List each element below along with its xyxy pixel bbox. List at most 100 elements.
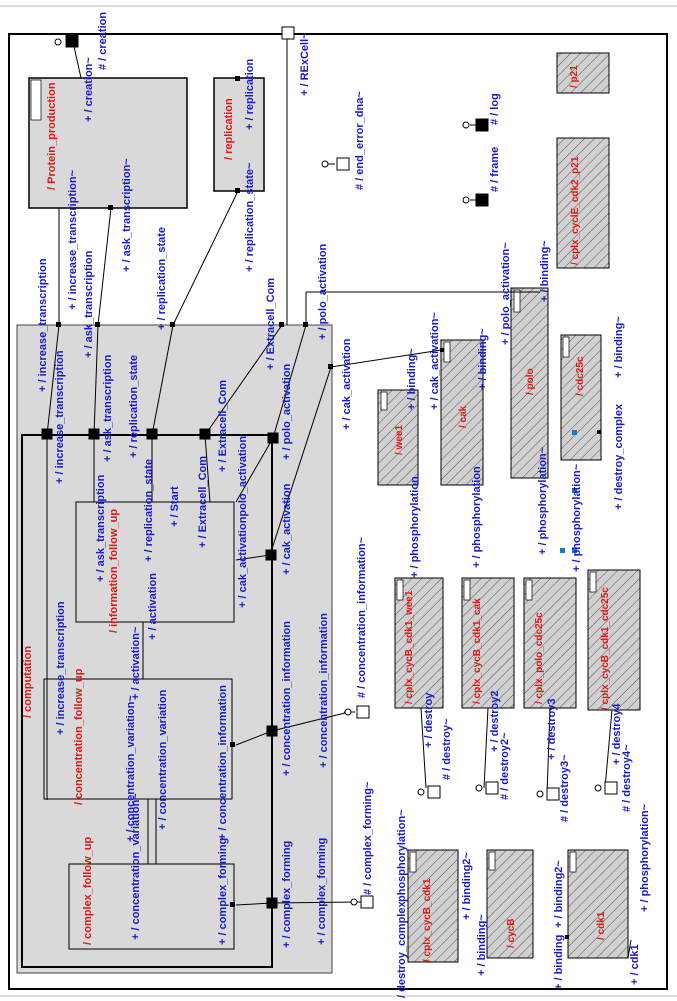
destroy2-label: + / destroy2 (489, 691, 501, 752)
information-follow-up-capsule[interactable] (75, 501, 235, 623)
cak-phosphorylation-label: + / phosphorylation (471, 466, 483, 568)
replication-port-label: + / replication (244, 59, 256, 130)
protein-production-icon (30, 79, 42, 121)
computation-label: / computation (22, 646, 34, 718)
polo-capsule[interactable] (510, 287, 549, 479)
ext-concentration-information-label: # / concentration_information~ (356, 536, 368, 698)
capsule-icons (380, 289, 597, 873)
inner-ask-transcription-label: + / ask_transcription (102, 354, 114, 462)
complex-forming-out-label: + / complex_forming (316, 838, 328, 945)
complex-follow-up-capsule[interactable] (68, 863, 235, 950)
cplx-cycB-cdk1-label: / cplx_cycB_cdk1 (422, 878, 433, 962)
polo-activation-conj-label: + / polo_activation~ (500, 242, 512, 345)
inner-cak-activation-label: + / cak_activation (281, 483, 293, 575)
conc-activation-label: + / activation~ (130, 626, 142, 700)
info-ask-transcription-label: + / ask_transcription (95, 474, 107, 582)
outer-replication-state-label: + / replication_state (156, 227, 168, 330)
cplx-cycB-cdk1-wee1-label: / cplx_cycB_cdk1_wee1 (404, 590, 415, 704)
replication-label: / replication (223, 98, 235, 160)
cplx-cycB-cdk1-cak-label: / cplx_cycB_cdk1_cak (472, 598, 483, 704)
replication-state-conj-label: + / replication_state~ (244, 162, 256, 272)
creation-conj-label: + / creation~ (83, 57, 95, 122)
ext-concentration-information-2-label: + / concentration_information (318, 613, 330, 768)
conc-concentration-information-label: + / concentration_information (217, 685, 229, 840)
binding2-label: + / binding2~ (461, 852, 473, 920)
cplx-cycB-cdk1-cak-capsule[interactable] (461, 577, 515, 709)
p21-label: / p21 (569, 65, 580, 88)
conc-increase-transcription-label: + / increase_transcription (55, 601, 67, 735)
log-label: # / log (489, 93, 501, 125)
small-port-dots (56, 76, 601, 939)
inner-replication-state-label: + / replication_state (128, 355, 140, 458)
creation-port-label: # / creation (97, 12, 109, 70)
p21-capsule[interactable] (556, 52, 610, 94)
info-activation-label: + / activation (147, 573, 159, 640)
information-follow-up-label: / information_follow_up (108, 509, 120, 633)
conc-concentration-variation-label: + / concentration_variation (157, 689, 169, 830)
conc-concentration-variation-conj-label: + / concentration_variation~ (125, 695, 137, 842)
outer-increase-transcription-label: + / increase_transcription (37, 258, 49, 392)
concentration-follow-up-label: / concentration_follow_up (73, 668, 85, 805)
cdc25c-binding-label: + / binding~ (613, 316, 625, 378)
cplx-cyclE-cdk2-p21-capsule[interactable] (556, 137, 610, 269)
info-replication-state-label: + / replication_state (143, 459, 155, 562)
rexcell-label: + / RExCell~ (299, 32, 311, 96)
wee1-binding-label: + / binding~ (406, 348, 418, 410)
protein-increase-transcription-label: + / increase_transcription~ (67, 169, 79, 310)
destroy-conj-label: # / destroy~ (441, 718, 453, 780)
wee1-label: / wee1 (394, 425, 405, 455)
cdk1-binding2-label: + / binding2~ (553, 860, 565, 928)
info-extracell-com-label: + / Extracell_Com (197, 456, 209, 548)
polo-label: / polo (525, 368, 536, 395)
ext-complex-forming-label: # / complex_forming~ (362, 781, 374, 895)
cplx-cyclE-cdk2-p21-label: / cplx_cyclE_cdk2_p21 (570, 156, 581, 265)
cplx-cycB-cdk1-cdc25c-capsule[interactable] (587, 569, 641, 711)
cdk1-capsule[interactable] (567, 849, 629, 959)
outer-ask-transcription-label: + / ask_transcription (83, 250, 95, 358)
complex-follow-up-label: / complex_follow_up (82, 837, 94, 945)
port-squares (41, 26, 618, 909)
selection-handles (560, 430, 577, 553)
cdc25c-phosphorylation-label: + / phosphorylation~ (571, 463, 583, 572)
cdc25c-capsule[interactable] (560, 334, 602, 461)
outer-polo-activation-label: + / polo_activation (317, 243, 329, 340)
cycB-label: / cycB (506, 919, 517, 948)
destroy-label: + / destroy (423, 692, 435, 748)
phosphorylation-bottom-label: phosphorylation~ (396, 809, 408, 902)
polo-phosphorylation-label: + / phosphorylation~ (537, 446, 549, 555)
destroy-complex-bottom-label: / destroy_complex (396, 901, 408, 998)
protein-production-capsule[interactable] (28, 77, 188, 209)
destroy2-conj-label: # / destroy2~ (499, 732, 511, 800)
cak-activation-conj-label: + / cak_activation~ (429, 312, 441, 410)
cdc25c-destroy-complex-label: + / destroy_complex (613, 403, 625, 510)
inner-complex-forming-label: + / complex_forming (281, 841, 293, 948)
destroy3-label: + / destroy3 (546, 699, 558, 760)
concentration-follow-up-capsule[interactable] (43, 678, 233, 800)
end-error-dna-label: # / end_error_dna~ (354, 91, 366, 190)
destroy4-label: + / destroy4 (611, 703, 623, 765)
complex-forming-label: + / complex_forming (217, 838, 229, 945)
cdk1-label: / cdk1 (596, 911, 607, 940)
inner-polo-activation-label: + / polo_activation (281, 363, 293, 460)
inner-concentration-information-label: + / concentration_information (281, 621, 293, 776)
info-cak-activation-label: + / cak_activationpolo_activation (237, 436, 249, 608)
port-circles (54, 38, 602, 906)
cplx-polo-cdc25c-capsule[interactable] (523, 577, 577, 709)
cplx-cycB-cdk1-cdc25c-label: / cplx_cycB_cdk1_cdc25c (600, 587, 611, 710)
inner-extracell-com-label: + / Extracell_Com (217, 380, 229, 472)
destroy4-conj-label: # / destroy4~ (621, 744, 633, 812)
replication-capsule[interactable] (213, 77, 265, 192)
frame-label: # / frame (489, 147, 501, 192)
outer-cak-activation-label: + / cak_activation (341, 338, 353, 430)
polo-binding-label: + / binding~ (539, 240, 551, 302)
cak-binding-label: + / binding~ (477, 328, 489, 390)
protein-ask-transcription-label: + / ask_transcription~ (121, 158, 133, 272)
cak-label: / cak (458, 405, 469, 428)
cak-capsule[interactable] (440, 339, 484, 486)
inner-increase-transcription-label: + / increase_transcription (54, 350, 66, 484)
cplx-polo-cdc25c-label: / cplx_polo_cdc25c (534, 612, 545, 704)
cdc25c-label: / cdc25c (575, 356, 586, 396)
destroy3-conj-label: # / destroy3~ (559, 754, 571, 822)
outer-extracell-com-label: + / Extracell_Com (265, 278, 277, 370)
